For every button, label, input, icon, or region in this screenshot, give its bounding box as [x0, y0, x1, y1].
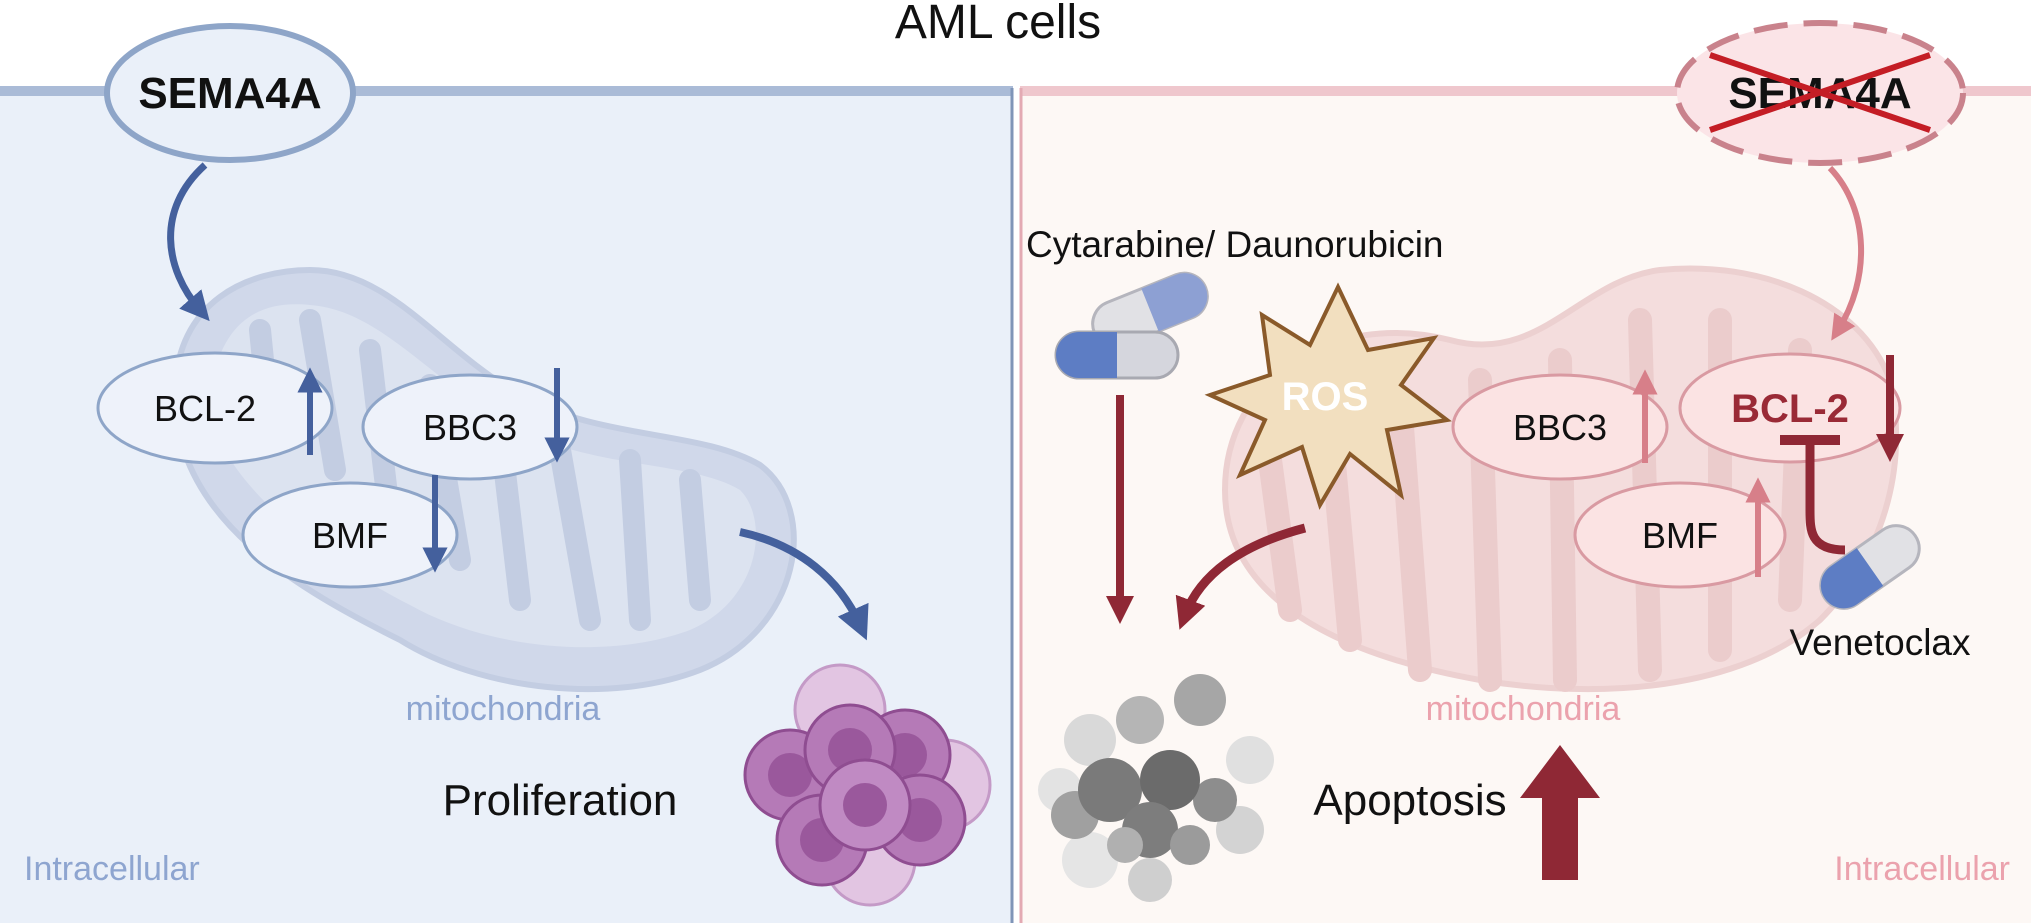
right-bbc3-label: BBC3: [1513, 407, 1607, 448]
left-proliferation-arrow: [739, 528, 869, 641]
right-bmf-label: BMF: [1642, 515, 1718, 556]
left-intracellular-label: Intracellular: [24, 850, 200, 888]
left-sema4a-receptor: [104, 23, 356, 163]
right-bbc3-oval: [1451, 373, 1669, 481]
right-mitochondria-label: mitochondria: [1426, 690, 1621, 728]
apoptosis-up-arrow: [1520, 745, 1600, 880]
left-sema4a-label: SEMA4A: [138, 69, 321, 118]
right-intracellular-label: Intracellular: [1834, 850, 2010, 888]
right-sema4a-arrow: [1827, 165, 1864, 341]
right-outcome-label: Apoptosis: [1313, 776, 1506, 825]
right-bcl2-oval: [1678, 352, 1902, 464]
ros-to-apoptosis-arrow: [1175, 523, 1307, 630]
title: AML cells: [895, 0, 1101, 49]
left-bcl2-label: BCL-2: [154, 388, 256, 429]
venetoclax-inhibition-line: [1805, 440, 1846, 555]
left-bbc3-label: BBC3: [423, 407, 517, 448]
knockout-cross-icon: [1709, 52, 1931, 133]
left-bbc3-oval: [361, 373, 579, 481]
venetoclax-pill-icon: [1819, 524, 1921, 610]
venetoclax-label: Venetoclax: [1789, 622, 1971, 663]
right-bmf-oval: [1573, 481, 1787, 589]
right-bcl2-label: BCL-2: [1731, 387, 1849, 431]
left-mitochondria-label: mitochondria: [406, 690, 601, 728]
proliferating-cells-icon: [743, 663, 992, 907]
left-outcome-label: Proliferation: [443, 776, 678, 825]
pill-icon: [1054, 330, 1180, 380]
ros-label: ROS: [1282, 375, 1369, 419]
apoptotic-debris-icon: [1038, 674, 1274, 902]
left-bmf-label: BMF: [312, 515, 388, 556]
left-sema4a-arrow: [167, 162, 210, 322]
ros-burst-icon: [1204, 282, 1452, 510]
left-bcl2-oval: [96, 351, 334, 465]
left-bmf-oval: [241, 481, 459, 589]
chemo-drug-label: Cytarabine/ Daunorubicin: [1026, 224, 1444, 265]
